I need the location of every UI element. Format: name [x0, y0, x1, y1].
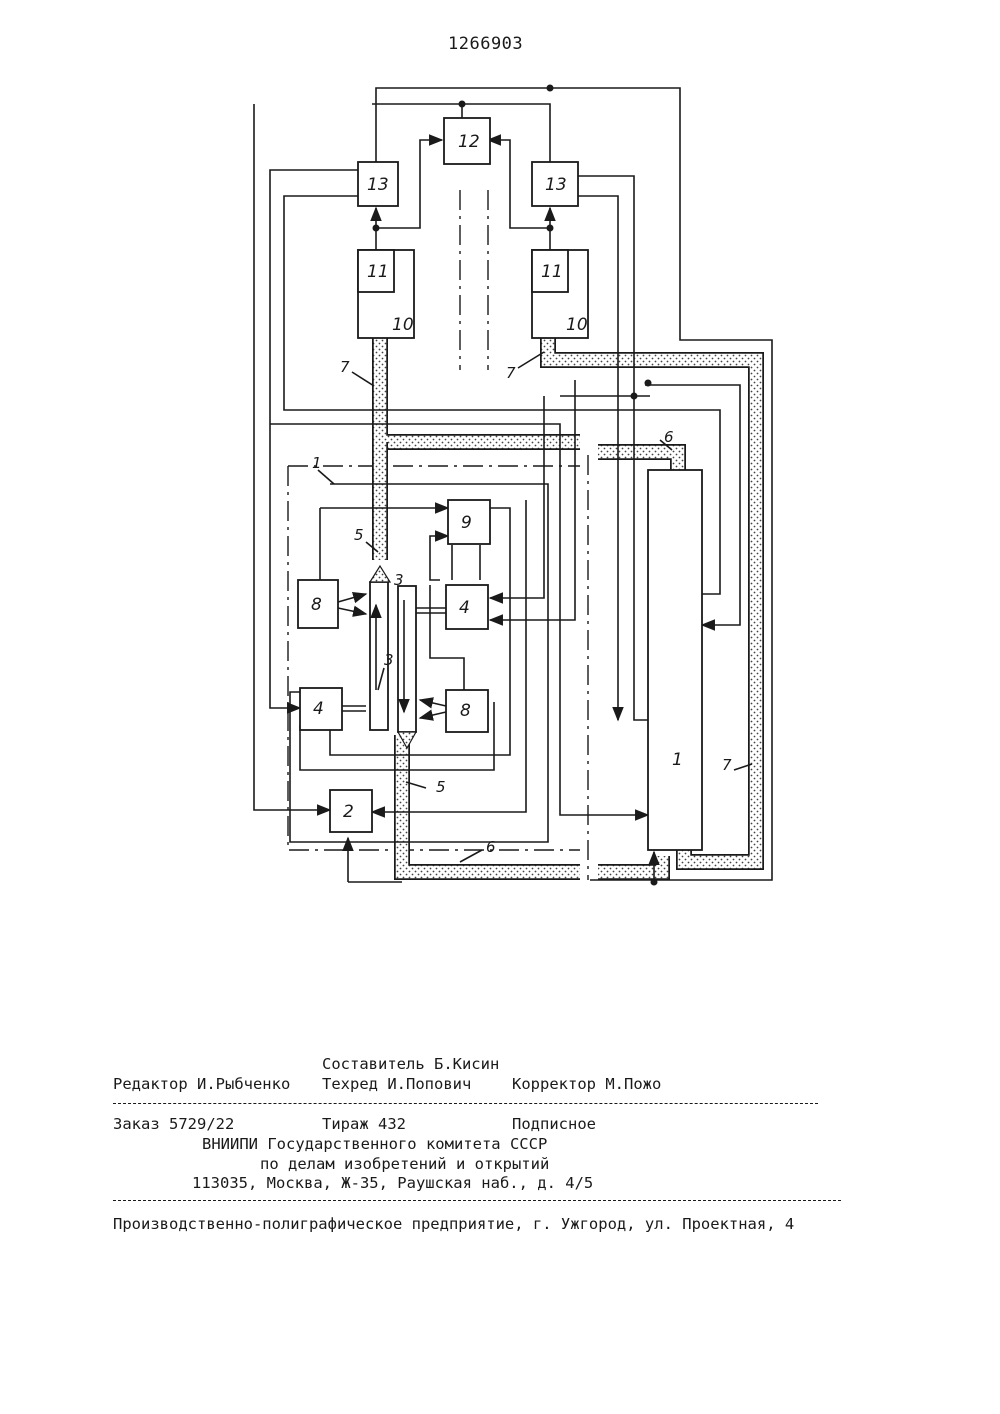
label-7-lower: 7 [722, 756, 732, 774]
address-line: 113035, Москва, Ж-35, Раушская наб., д. … [192, 1173, 593, 1193]
compiler-line: Составитель Б.Кисин [322, 1054, 499, 1074]
svg-text:11: 11 [367, 262, 389, 282]
subscription-line: Подписное [512, 1114, 596, 1134]
svg-text:9: 9 [461, 513, 472, 533]
label-3-top: 3 [394, 571, 404, 589]
block-9: 9 [448, 500, 490, 544]
svg-text:8: 8 [311, 595, 322, 615]
slide-3-right [398, 586, 416, 748]
block-13-right: 13 [532, 162, 578, 206]
block-12: 12 [444, 118, 490, 164]
block-2: 2 [330, 790, 372, 832]
label-7-left: 7 [340, 358, 350, 376]
svg-text:4: 4 [459, 598, 470, 618]
svg-text:4: 4 [313, 699, 324, 719]
center-dashes [460, 190, 488, 370]
block-diagram: 12 13 13 11 10 11 10 9 8 8 4 4 [0, 0, 1000, 960]
slide-3-left [370, 566, 390, 730]
svg-text:10: 10 [566, 315, 588, 335]
label-5-top: 5 [354, 526, 364, 544]
svg-text:13: 13 [545, 175, 567, 195]
svg-text:12: 12 [458, 132, 480, 152]
block-4-right: 4 [446, 585, 488, 629]
junction-dots [373, 85, 658, 886]
print-run-line: Тираж 432 [322, 1114, 406, 1134]
label-6-top: 6 [664, 428, 674, 446]
svg-text:8: 8 [460, 701, 471, 721]
committee-line: по делам изобретений и открытий [260, 1154, 549, 1174]
svg-text:1: 1 [672, 750, 683, 770]
block-8-bottom: 8 [446, 690, 488, 732]
label-7-right: 7 [506, 364, 516, 382]
svg-text:2: 2 [343, 802, 354, 822]
printer-line: Производственно-полиграфическое предприя… [113, 1214, 794, 1234]
block-13-left: 13 [358, 162, 398, 206]
block-4-left: 4 [300, 688, 342, 730]
order-line: Заказ 5729/22 [113, 1114, 234, 1134]
block-1: 1 [648, 470, 702, 850]
tech-editor-line: Техред И.Попович [322, 1074, 471, 1094]
svg-text:11: 11 [541, 262, 563, 282]
proofreader-line: Корректор М.Пожо [512, 1074, 661, 1094]
label-3-bottom: 3 [384, 651, 394, 669]
label-1-left: 1 [312, 454, 322, 472]
rule-bottom [113, 1200, 841, 1201]
label-5-bottom: 5 [436, 778, 446, 796]
block-10-left: 11 10 [358, 250, 414, 338]
block-10-right: 11 10 [532, 250, 588, 338]
editor-line: Редактор И.Рыбченко [113, 1074, 290, 1094]
rule-top [113, 1103, 818, 1104]
svg-text:10: 10 [392, 315, 414, 335]
svg-text:13: 13 [367, 175, 389, 195]
label-6-bottom: 6 [486, 838, 496, 856]
institute-line: ВНИИПИ Государственного комитета СССР [202, 1134, 547, 1154]
block-8-top: 8 [298, 580, 338, 628]
